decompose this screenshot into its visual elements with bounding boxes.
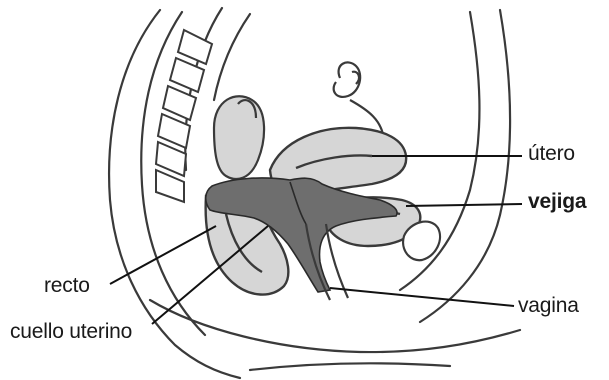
label-vagina: vagina [518,294,579,318]
intestine-loops [214,96,264,179]
leader-line-vagina [330,288,514,306]
pubic-bone [403,222,440,261]
sacrum-vertebrae [156,30,212,202]
leader-line-vejiga [406,204,522,206]
label-recto: recto [44,274,90,298]
label-cuello-uterino: cuello uterino [10,320,132,344]
label-utero: útero [528,142,575,166]
label-vejiga: vejiga [528,190,586,214]
